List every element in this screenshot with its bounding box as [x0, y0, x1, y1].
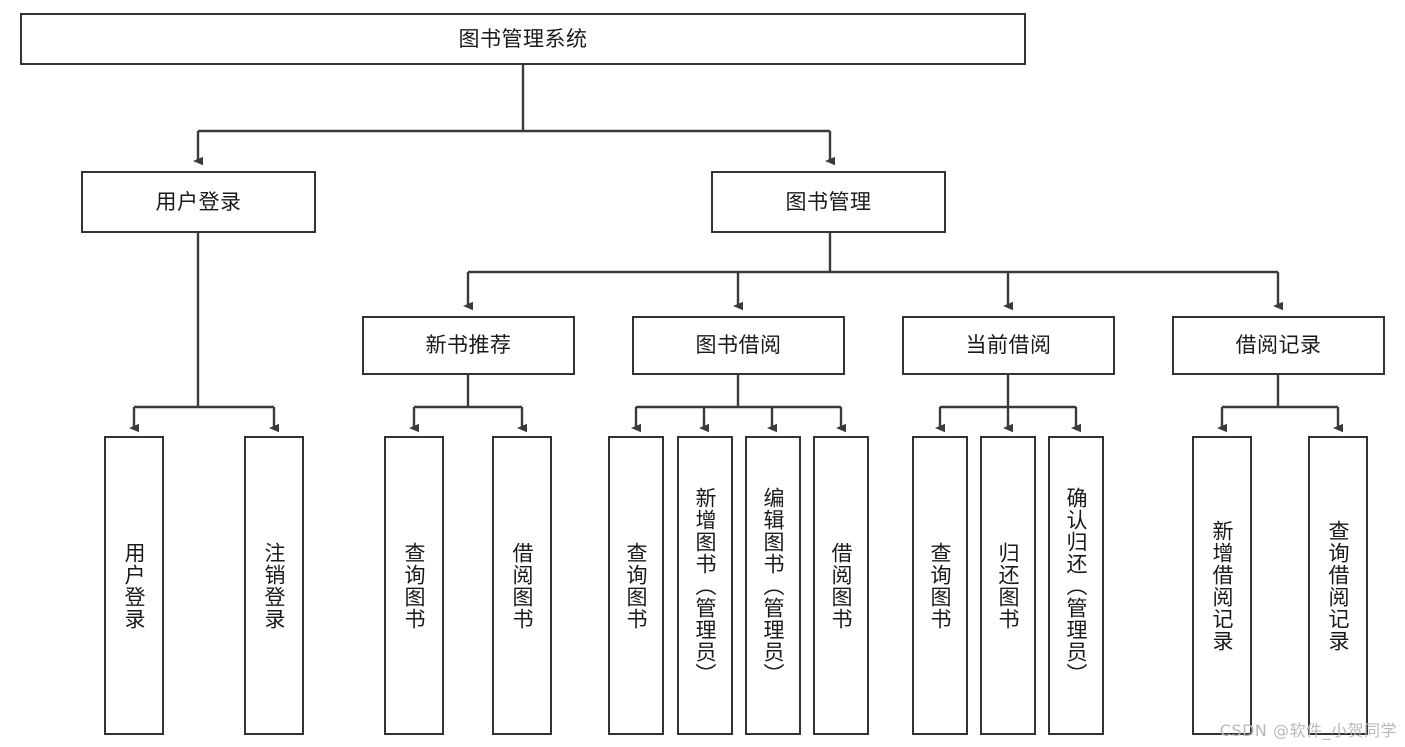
node-label: 当前借阅 — [965, 333, 1052, 358]
node-label: 查询图书 — [624, 541, 649, 630]
node-label: 借阅记录 — [1235, 333, 1322, 358]
leaf-book-borrow-lend[interactable]: 借阅图书 — [813, 436, 869, 735]
leaf-borrow-record-query[interactable]: 查询借阅记录 — [1308, 436, 1368, 735]
node-label: 用户登录 — [122, 541, 147, 630]
leaf-new-book-query[interactable]: 查询图书 — [384, 436, 444, 735]
node-label: 编辑图书（管理员） — [761, 486, 786, 685]
leaf-current-borrow-return[interactable]: 归还图书 — [980, 436, 1036, 735]
node-book-management[interactable]: 图书管理 — [711, 171, 946, 233]
node-label: 查询图书 — [928, 541, 953, 630]
node-label: 图书管理系统 — [458, 26, 588, 51]
leaf-book-borrow-edit[interactable]: 编辑图书（管理员） — [745, 436, 801, 735]
leaf-current-borrow-confirm[interactable]: 确认归还（管理员） — [1048, 436, 1104, 735]
node-borrow-record[interactable]: 借阅记录 — [1172, 316, 1385, 375]
watermark-text: CSDN @软件_小贺同学 — [1219, 721, 1397, 740]
node-root-system[interactable]: 图书管理系统 — [20, 13, 1026, 65]
node-user-login[interactable]: 用户登录 — [81, 171, 316, 233]
node-label: 借阅图书 — [510, 541, 535, 630]
leaf-book-borrow-query[interactable]: 查询图书 — [608, 436, 664, 735]
leaf-new-book-borrow[interactable]: 借阅图书 — [492, 436, 552, 735]
node-label: 归还图书 — [996, 541, 1021, 630]
node-new-book-recommend[interactable]: 新书推荐 — [362, 316, 575, 375]
leaf-user-login-signin[interactable]: 用户登录 — [104, 436, 164, 735]
node-label: 新增图书（管理员） — [693, 486, 718, 685]
node-label: 图书管理 — [785, 189, 872, 214]
node-label: 注销登录 — [262, 541, 287, 630]
node-label: 新书推荐 — [425, 333, 512, 358]
node-book-borrow[interactable]: 图书借阅 — [632, 316, 845, 375]
node-label: 查询图书 — [402, 541, 427, 630]
node-label: 新增借阅记录 — [1210, 519, 1235, 652]
node-current-borrow[interactable]: 当前借阅 — [902, 316, 1115, 375]
leaf-book-borrow-add[interactable]: 新增图书（管理员） — [677, 436, 733, 735]
node-label: 用户登录 — [155, 189, 242, 214]
node-label: 查询借阅记录 — [1326, 519, 1351, 652]
node-label: 借阅图书 — [829, 541, 854, 630]
leaf-borrow-record-add[interactable]: 新增借阅记录 — [1192, 436, 1252, 735]
leaf-current-borrow-query[interactable]: 查询图书 — [912, 436, 968, 735]
leaf-user-login-signout[interactable]: 注销登录 — [244, 436, 304, 735]
node-label: 确认归还（管理员） — [1064, 486, 1089, 685]
node-label: 图书借阅 — [695, 333, 782, 358]
